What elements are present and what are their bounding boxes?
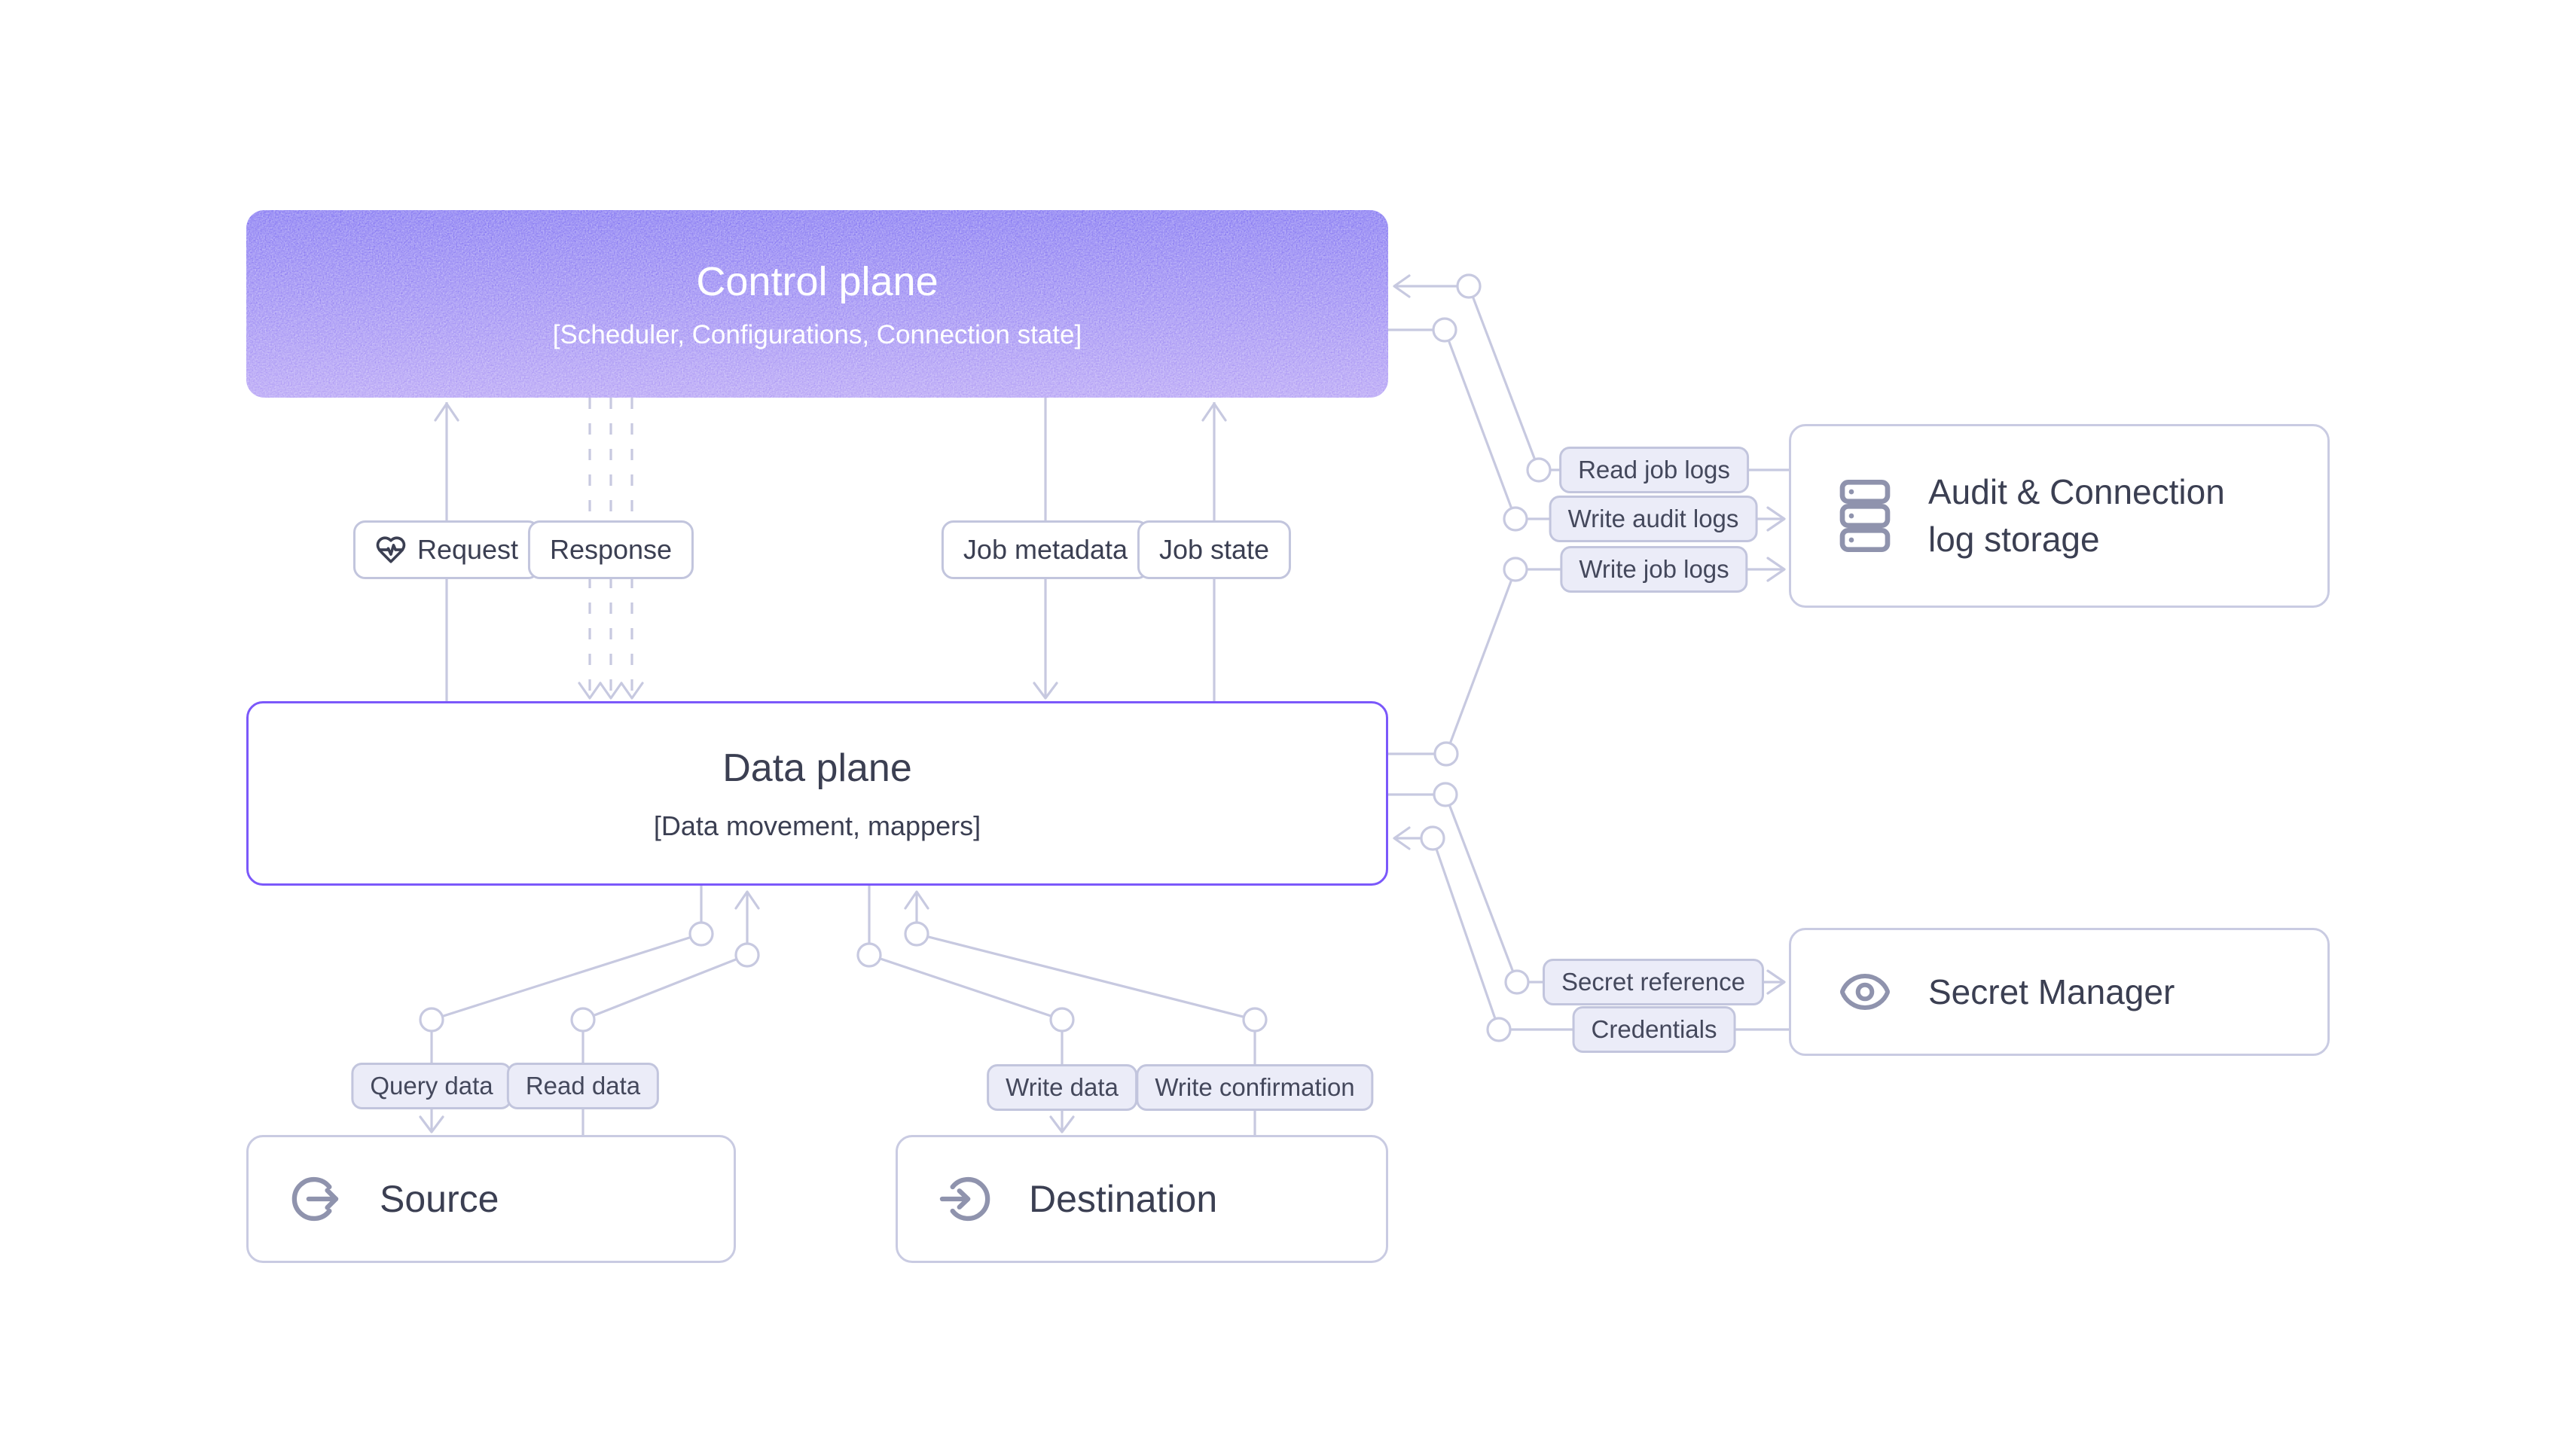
secret-reference-label: Secret reference xyxy=(1543,959,1764,1005)
write-audit-logs-label: Write audit logs xyxy=(1549,496,1758,542)
audit-log-storage-node: Audit & Connection log storage xyxy=(1789,424,2330,608)
request-label: Request xyxy=(353,520,541,579)
write-confirmation-label: Write confirmation xyxy=(1136,1064,1374,1111)
write-data-label: Write data xyxy=(987,1064,1137,1111)
audit-title: Audit & Connection log storage xyxy=(1928,471,2225,559)
read-job-logs-label: Read job logs xyxy=(1559,447,1749,493)
server-stack-icon xyxy=(1839,480,1891,552)
arrow-out-circle-icon xyxy=(291,1176,339,1222)
heart-pulse-icon xyxy=(376,536,406,563)
response-label: Response xyxy=(527,520,694,579)
control-plane-subtitle: [Scheduler, Configurations, Connection s… xyxy=(552,319,1082,349)
source-title: Source xyxy=(380,1178,499,1220)
job-metadata-label: Job metadata xyxy=(941,520,1150,579)
destination-title: Destination xyxy=(1029,1178,1218,1220)
control-plane-node: Control plane [Scheduler, Configurations… xyxy=(246,210,1388,398)
job-state-label: Job state xyxy=(1137,520,1292,579)
control-plane-title: Control plane xyxy=(696,258,939,304)
source-node: Source xyxy=(246,1135,736,1263)
data-plane-subtitle: [Data movement, mappers] xyxy=(653,810,981,841)
read-data-label: Read data xyxy=(506,1063,660,1109)
data-plane-title: Data plane xyxy=(722,746,912,790)
destination-node: Destination xyxy=(896,1135,1388,1263)
eye-icon xyxy=(1840,974,1890,1010)
arrow-in-circle-icon xyxy=(939,1176,990,1222)
query-data-label: Query data xyxy=(351,1063,512,1109)
secret-manager-title: Secret Manager xyxy=(1928,972,2175,1011)
write-job-logs-label: Write job logs xyxy=(1560,546,1748,593)
data-plane-node: Data plane [Data movement, mappers] xyxy=(246,701,1388,886)
secret-manager-node: Secret Manager xyxy=(1789,928,2330,1056)
credentials-label: Credentials xyxy=(1572,1006,1736,1053)
